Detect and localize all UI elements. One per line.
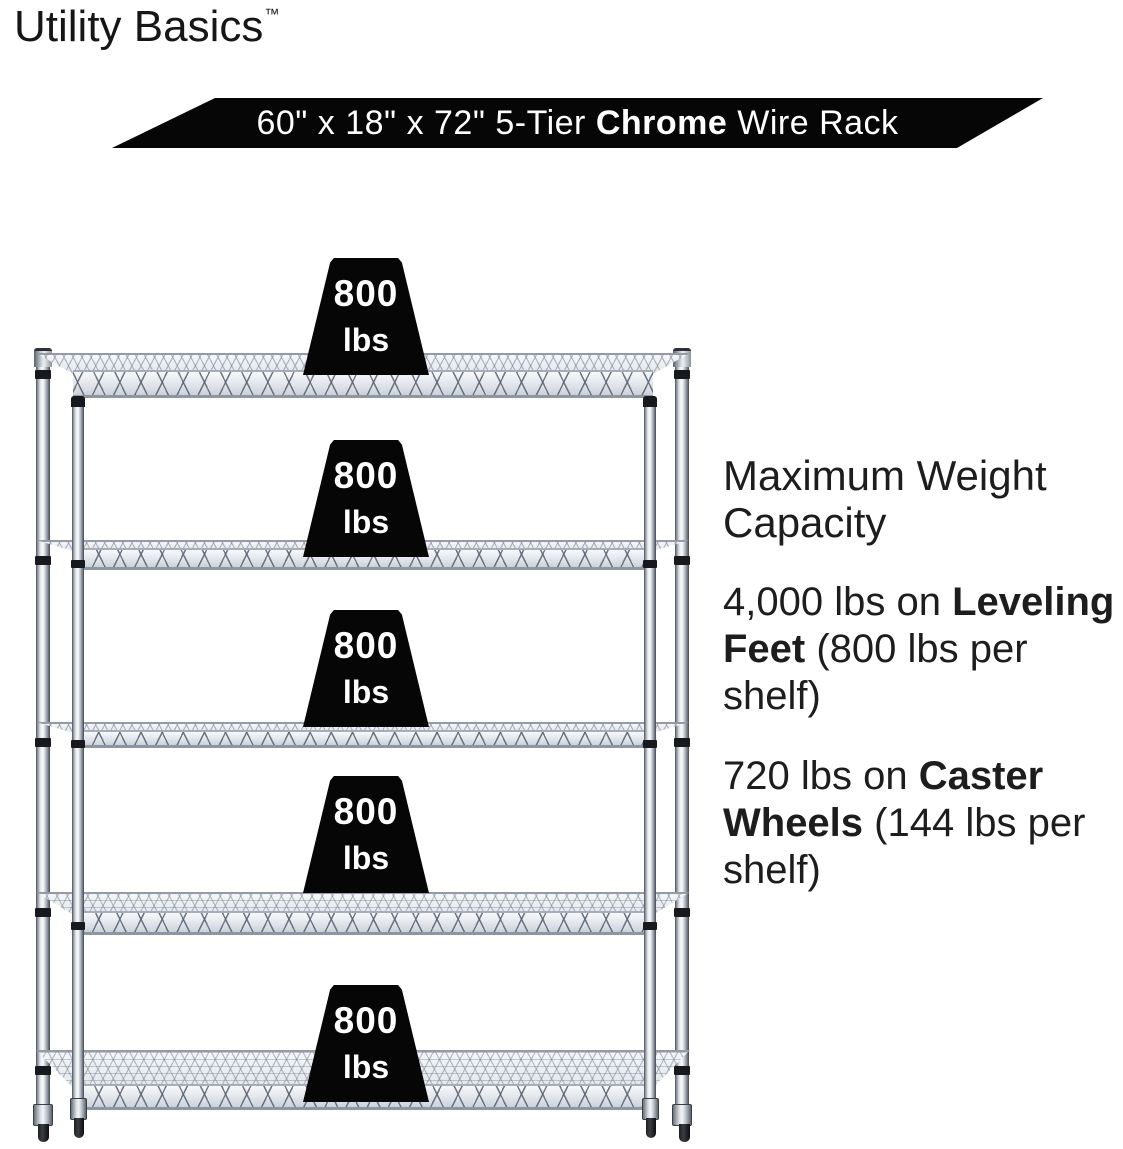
weight-capacity-badge: 800 lbs <box>303 776 429 893</box>
weight-capacity-badge: 800 lbs <box>303 258 429 375</box>
weight-unit: lbs <box>342 674 390 710</box>
shelf-post-clip <box>674 370 690 379</box>
brand-name: Utility Basics <box>14 2 264 51</box>
shelf-mesh-surface <box>36 892 690 915</box>
capacity-text: 720 lbs on <box>723 754 919 798</box>
capacity-info: Maximum Weight Capacity 4,000 lbs on Lev… <box>723 452 1123 894</box>
capacity-text-bold: Wheels <box>723 801 864 845</box>
rack-post-front-right <box>644 396 656 1104</box>
product-title-banner: 60" x 18" x 72" 5-Tier Chrome Wire Rack <box>112 98 1043 148</box>
shelf-post-clip <box>643 922 657 930</box>
weight-unit: lbs <box>342 1049 390 1085</box>
weight-value: 800 <box>333 455 399 496</box>
shelf-post-clip <box>643 740 657 748</box>
trademark-symbol: ™ <box>264 6 280 23</box>
capacity-text-bold: Leveling <box>952 580 1115 624</box>
leveling-feet-capacity-line: 4,000 lbs on Leveling <box>723 579 1123 626</box>
shelf-post-clip <box>35 738 51 747</box>
shelf-front-truss <box>73 730 653 748</box>
shelf-post-clip <box>674 738 690 747</box>
weight-capacity-badge: 800 lbs <box>303 985 429 1102</box>
shelf-front-truss <box>73 911 653 935</box>
capacity-heading-line: Maximum Weight <box>723 452 1047 499</box>
weight-value: 800 <box>333 273 399 314</box>
weight-value: 800 <box>333 1000 399 1041</box>
weight-unit: lbs <box>342 840 390 876</box>
shelf-post-clip <box>35 1066 51 1075</box>
product-finish-text: Chrome <box>595 103 728 142</box>
caster-wheels-capacity-line: 720 lbs on Caster <box>723 753 1123 800</box>
weight-value: 800 <box>333 625 399 666</box>
capacity-heading-line: Capacity <box>723 499 887 546</box>
leg-collar <box>33 1104 53 1126</box>
leveling-feet-capacity-line: Feet (800 lbs per <box>723 626 1123 673</box>
rack-post-front-left <box>72 396 84 1104</box>
weight-unit: lbs <box>342 504 390 540</box>
capacity-text: 4,000 lbs on <box>723 580 953 624</box>
leg-collar <box>672 1104 692 1126</box>
capacity-text: (800 lbs per <box>805 627 1028 671</box>
product-type-text: Wire Rack <box>727 103 899 142</box>
shelf-post-clip <box>71 740 85 748</box>
leg-collar <box>642 1098 659 1120</box>
leveling-feet-capacity-line: shelf) <box>723 674 821 718</box>
shelf-post-clip <box>35 370 51 379</box>
caster-wheels-capacity-line: shelf) <box>723 848 821 892</box>
leveling-foot <box>38 1124 49 1142</box>
rack-shelf-4 <box>36 892 690 935</box>
product-dimensions-text: 60" x 18" x 72" 5-Tier <box>256 103 596 142</box>
leveling-foot <box>679 1124 690 1142</box>
capacity-text: (144 lbs per <box>863 801 1086 845</box>
weight-value: 800 <box>333 791 399 832</box>
shelf-post-clip <box>71 560 85 568</box>
shelf-post-clip <box>674 1066 690 1075</box>
caster-wheels-capacity-line: Wheels (144 lbs per <box>723 800 1123 847</box>
shelf-post-clip <box>643 560 657 568</box>
weight-capacity-badge: 800 lbs <box>303 440 429 557</box>
shelf-post-clip <box>35 556 51 565</box>
capacity-text-bold: Caster <box>918 754 1044 798</box>
shelf-post-clip <box>674 908 690 917</box>
shelf-post-clip <box>71 922 85 930</box>
leg-collar <box>70 1098 87 1120</box>
capacity-text-bold: Feet <box>723 627 806 671</box>
post-cap-back-left <box>34 348 52 367</box>
leveling-foot <box>646 1118 656 1138</box>
weight-capacity-badge: 800 lbs <box>303 610 429 727</box>
shelf-post-clip <box>674 556 690 565</box>
shelf-post-clip <box>35 908 51 917</box>
post-cap-front-right <box>643 396 657 407</box>
post-cap-front-left <box>71 396 85 407</box>
brand-logo: Utility Basics™ <box>14 2 280 52</box>
weight-unit: lbs <box>342 322 390 358</box>
leveling-foot <box>74 1118 84 1138</box>
